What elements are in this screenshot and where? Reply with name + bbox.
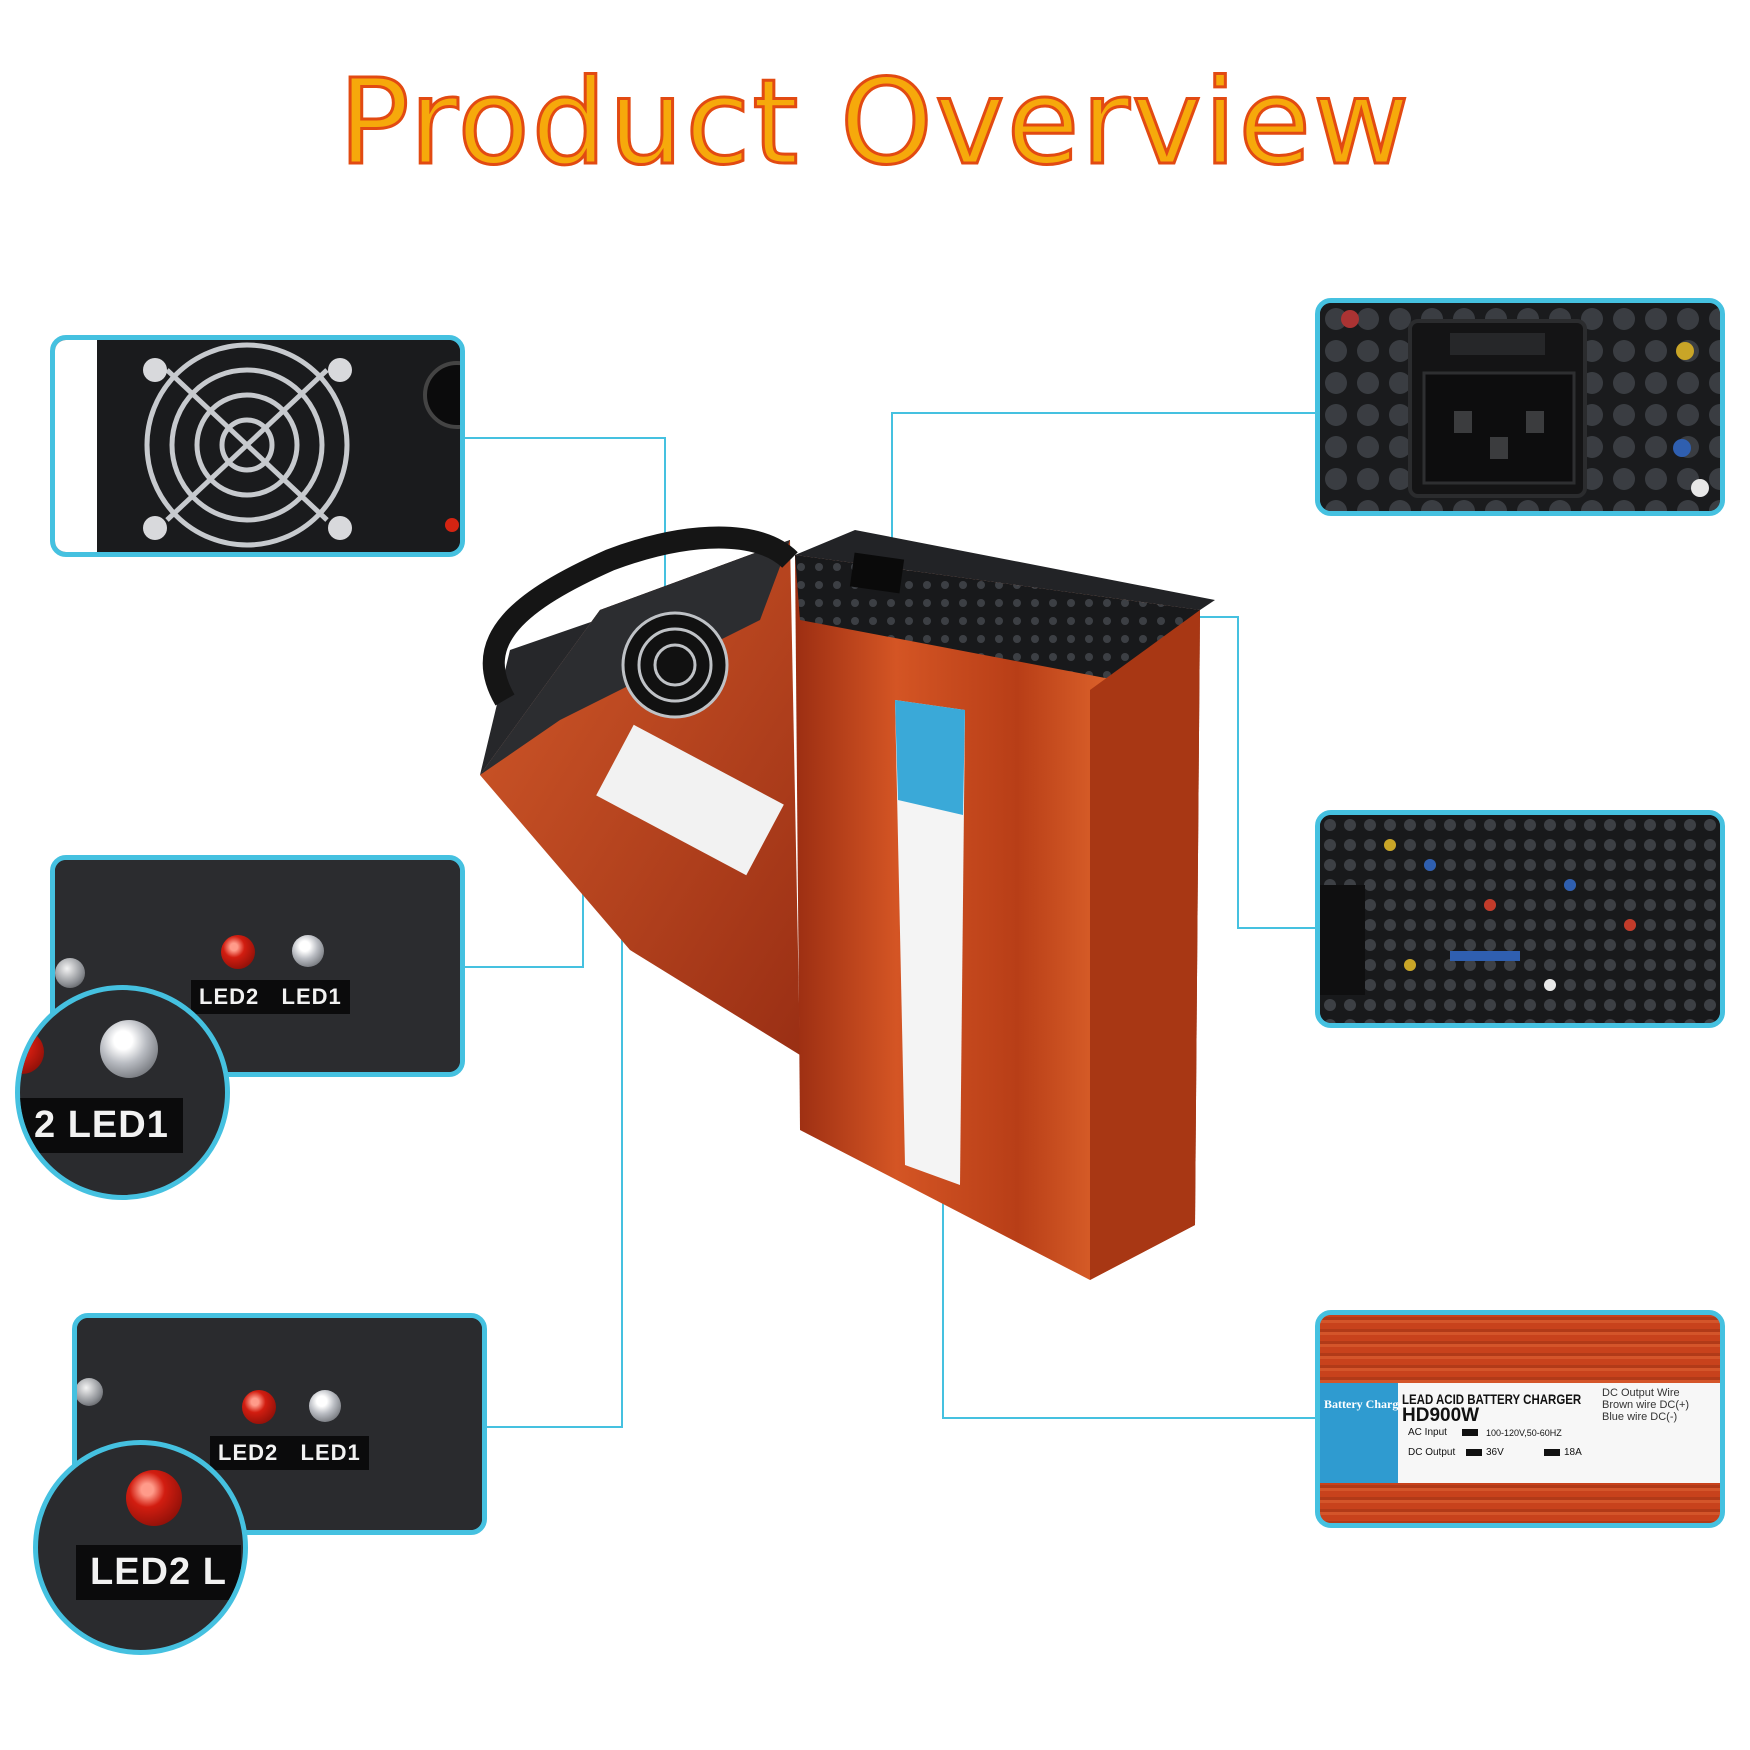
spec-label: Battery Charger LEAD ACID BATTERY CHARGE… xyxy=(1320,1383,1720,1483)
ac-input-label: AC Input xyxy=(1408,1427,1447,1438)
brown-wire: Brown wire DC(+) xyxy=(1602,1399,1690,1411)
led-labels: LED2 LED1 xyxy=(210,1436,369,1470)
led-white-zoom-circle: 2 LED1 xyxy=(15,985,230,1200)
line-socket xyxy=(891,412,1315,570)
fan-callout xyxy=(50,335,465,557)
brand-strip: Battery Charger xyxy=(1320,1383,1409,1483)
ac-power-socket-icon xyxy=(1320,303,1720,511)
blue-wire: Blue wire DC(-) xyxy=(1602,1411,1678,1423)
led1-label: LED1 xyxy=(281,984,342,1009)
led-labels: LED2 LED1 xyxy=(191,980,350,1014)
led2-red-indicator xyxy=(242,1390,276,1424)
dc-wire-title: DC Output Wire xyxy=(1602,1387,1680,1399)
brand-strip-text: Battery Charger xyxy=(1324,1397,1409,1411)
vent-grille-callout xyxy=(1315,810,1725,1028)
line-fan xyxy=(465,437,666,660)
led-zoom-label: LED2 L xyxy=(76,1545,241,1600)
screw-icon xyxy=(77,1378,103,1406)
page-title: Product Overview xyxy=(337,52,1412,193)
dc-output-current: 18A xyxy=(1564,1447,1582,1458)
screw-icon xyxy=(55,958,85,988)
led1-label: LED1 xyxy=(300,1440,361,1465)
led1-zoom-icon xyxy=(100,1020,158,1078)
led2-red-indicator xyxy=(221,935,255,969)
ac-input-value: 100-120V,50-60HZ xyxy=(1486,1428,1562,1438)
ac-socket-callout xyxy=(1315,298,1725,516)
led2-label: LED2 xyxy=(218,1440,279,1465)
led2-zoom-icon xyxy=(20,1030,44,1074)
product-illustration xyxy=(480,526,1215,1280)
led-zoom-label: 2 LED1 xyxy=(20,1098,183,1153)
dc-output-voltage: 36V xyxy=(1486,1447,1504,1458)
cooling-fan-icon xyxy=(97,340,460,552)
led1-clear-indicator xyxy=(292,935,324,967)
label-header: LEAD ACID BATTERY CHARGER xyxy=(1402,1391,1582,1407)
spec-label-callout: Battery Charger LEAD ACID BATTERY CHARGE… xyxy=(1315,1310,1725,1528)
label-model: HD900W xyxy=(1402,1405,1480,1426)
led2-zoom-icon xyxy=(126,1470,182,1526)
led2-label: LED2 xyxy=(199,984,260,1009)
led1-clear-indicator xyxy=(309,1390,341,1422)
vent-grille-icon xyxy=(1320,815,1720,1023)
dc-output-label: DC Output xyxy=(1408,1447,1456,1458)
led-red-zoom-circle: LED2 L xyxy=(33,1440,248,1655)
